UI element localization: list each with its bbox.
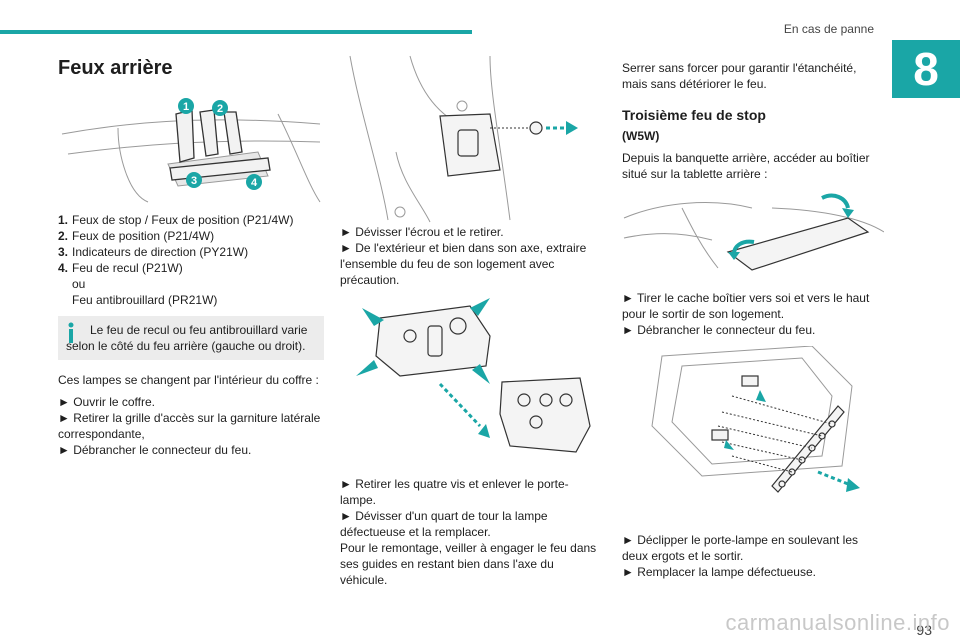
intro-text: Serrer sans forcer pour garantir l'étanc… (622, 61, 857, 91)
list-item: 3.Indicateurs de direction (PY21W) (58, 245, 249, 259)
step-text: ► Remplacer la lampe défectueuse. (622, 565, 816, 579)
section-title: En cas de panne (783, 22, 874, 36)
step-text: ► Tirer le cache boîtier vers soi et ver… (622, 291, 870, 321)
column-2: ► Dévisser l'écrou et le retirer. ► De l… (340, 52, 598, 588)
list-item: Feu antibrouillard (PR21W) (72, 293, 218, 307)
column-1: Feux arrière 1 2 3 4 1.Feux de (58, 56, 324, 458)
list-item: 4.Feu de recul (P21W) (58, 261, 183, 275)
step-text: ► Dévisser l'écrou et le retirer. (340, 225, 504, 239)
nut-removal-illustration (349, 55, 578, 223)
bulb-type: (W5W) (622, 129, 660, 143)
step-text: ► Ouvrir le coffre. (58, 395, 156, 409)
intro-text: Ces lampes se changent par l'intérieur d… (58, 373, 319, 387)
info-box: Le feu de recul ou feu antibrouillard va… (58, 316, 324, 360)
column-3: Serrer sans forcer pour garantir l'étanc… (622, 60, 884, 580)
step-text: ► Déclipper le porte-lampe en soulevant … (622, 533, 858, 563)
lamp-list: 1.Feux de stop / Feux de position (P21/4… (58, 212, 324, 308)
callout-3: 3 (191, 175, 197, 187)
header-accent-bar (0, 30, 472, 34)
rear-light-illustration: 1 2 3 4 (61, 98, 321, 203)
step-text: ► Débrancher le connecteur du feu. (622, 323, 816, 337)
step-text: ► Dévisser d'un quart de tour la lampe d… (340, 509, 548, 539)
callout-2: 2 (217, 103, 223, 115)
info-icon (68, 322, 74, 343)
step-text: ► Débrancher le connecteur du feu. (58, 443, 252, 457)
list-item: ou (72, 277, 86, 291)
third-brake-light-illustration (623, 193, 884, 271)
watermark: carmanualsonline.info (725, 610, 950, 635)
lamp-holder-clip-illustration (651, 346, 860, 493)
page-number: 93 (916, 622, 932, 638)
step-text: ► De l'extérieur et bien dans son axe, e… (340, 241, 587, 287)
list-item: 2.Feux de position (P21/4W) (58, 229, 215, 243)
callout-4: 4 (251, 177, 258, 189)
list-item: 1.Feux de stop / Feux de position (P21/4… (58, 213, 294, 227)
paragraph-text: Depuis la banquette arrière, accéder au … (622, 151, 870, 181)
callout-1: 1 (183, 101, 189, 113)
note-text: Pour le remontage, veiller à engager le … (340, 541, 597, 587)
lamp-holder-illustration (356, 298, 591, 453)
page-title: Feux arrière (58, 57, 173, 79)
step-text: ► Retirer les quatre vis et enlever le p… (340, 477, 569, 507)
chapter-number: 8 (892, 40, 960, 98)
step-text: ► Retirer la grille d'accès sur la garni… (58, 411, 321, 441)
info-text: Le feu de recul ou feu antibrouillard va… (66, 323, 308, 353)
section-heading: Troisième feu de stop (622, 107, 766, 123)
